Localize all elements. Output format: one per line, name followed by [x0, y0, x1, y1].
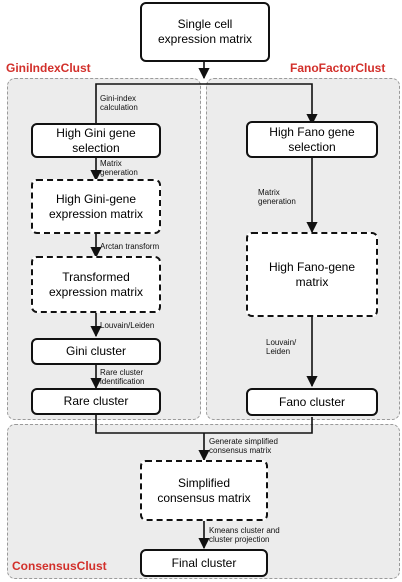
final-cluster-node: Final cluster [140, 549, 268, 577]
gini-matrix-label: High Gini-gene expression matrix [48, 191, 144, 221]
fano-selection-node: High Fano gene selection [246, 121, 378, 158]
transformed-matrix-label: Transformed expression matrix [48, 269, 144, 299]
matrix-generation-gini-label: Matrix generation [100, 159, 138, 177]
gini-matrix-node: High Gini-gene expression matrix [31, 179, 161, 234]
rare-cluster-node: Rare cluster [31, 388, 161, 415]
split-edge [95, 83, 318, 126]
louvain-gini-label: Louvain/Leiden [100, 321, 155, 330]
gini-cluster-node: Gini cluster [31, 338, 161, 365]
fano-matrix-label: High Fano-gene matrix [268, 259, 356, 289]
gini-panel-title: GiniIndexClust [6, 61, 91, 75]
consensus-panel-title: ConsensusClust [12, 559, 107, 573]
input-matrix-node: Single cell expression matrix [140, 2, 270, 62]
gini-index-edge-label: Gini-index calculation [100, 94, 138, 112]
kmeans-label: Kmeans cluster and cluster projection [209, 526, 280, 544]
input-matrix-label: Single cell expression matrix [157, 17, 253, 46]
final-cluster-label: Final cluster [171, 555, 237, 570]
consensus-matrix-label: Simplified consensus matrix [157, 475, 251, 505]
rare-identification-label: Rare cluster identification [100, 368, 145, 386]
gini-selection-label: High Gini gene selection [56, 125, 136, 155]
gini-selection-node: High Gini gene selection [31, 123, 161, 158]
fano-cluster-label: Fano cluster [278, 394, 346, 409]
arctan-transform-label: Arctan transform [100, 242, 160, 251]
consensus-matrix-node: Simplified consensus matrix [140, 460, 268, 521]
fano-cluster-node: Fano cluster [246, 388, 378, 416]
rare-cluster-label: Rare cluster [63, 394, 129, 408]
matrix-generation-fano-label: Matrix generation [258, 188, 296, 206]
transformed-matrix-node: Transformed expression matrix [31, 256, 161, 313]
fano-panel-title: FanoFactorClust [290, 61, 386, 75]
louvain-fano-label: Louvain/ Leiden [266, 338, 297, 356]
gini-cluster-label: Gini cluster [65, 344, 127, 358]
fano-selection-label: High Fano gene selection [269, 124, 355, 154]
fano-matrix-node: High Fano-gene matrix [246, 232, 378, 317]
consensus-generation-label: Generate simplified consensus matrix [209, 437, 278, 455]
